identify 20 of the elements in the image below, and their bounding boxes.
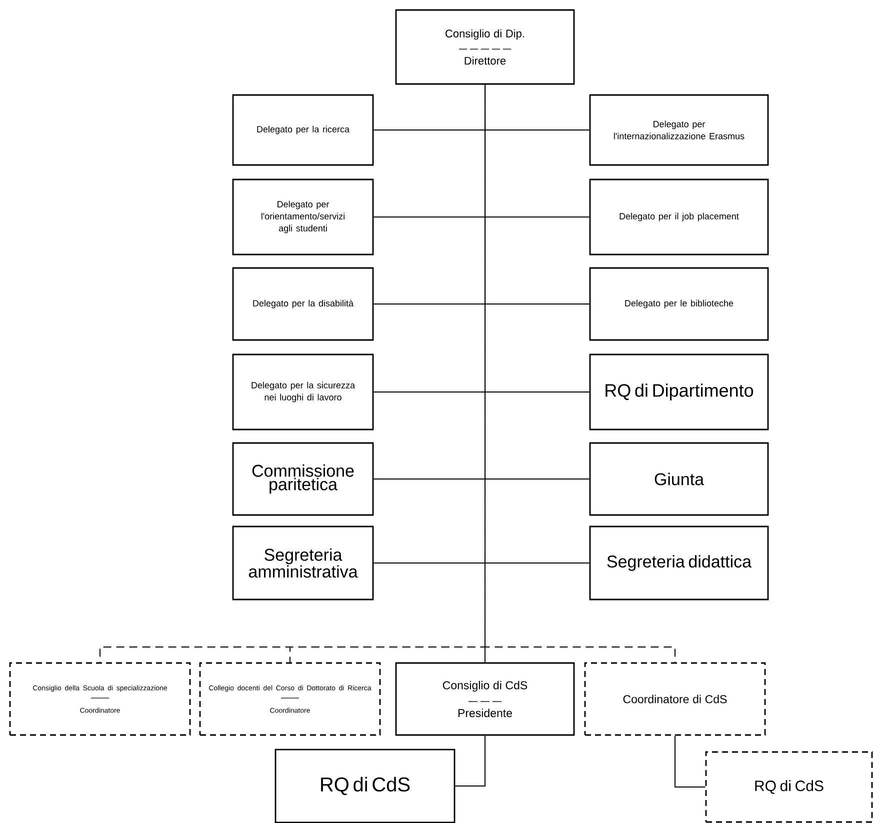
org-box: Delegato per l'orientamento/servizi agli studenti [232, 178, 374, 256]
org-box: Delegato per la ricerca [232, 94, 374, 166]
org-box: Consiglio di CdS Presidente [395, 662, 575, 736]
org-box: Delegato per la sicurezza nei luoghi di lavoro [232, 354, 374, 430]
connector-line [454, 735, 486, 786]
org-box: Commissione paritetica [232, 442, 374, 516]
org-box: Segreteria didattica [589, 526, 769, 600]
org-box: RQ di CdS [705, 751, 873, 823]
org-box: RQ di CdS [274, 748, 456, 823]
org-box: Delegato per le biblioteche [589, 267, 769, 341]
org-box: Delegato per il job placement [589, 178, 769, 256]
connector-line [674, 735, 706, 788]
org-box: Consiglio di Dip. Direttore [395, 9, 575, 85]
org-box: Segreteria amministrativa [232, 526, 374, 600]
connector-line [484, 84, 676, 663]
org-box: RQ di Dipartimento [589, 354, 769, 430]
org-box: Delegato per l'internazionalizzazione Erasmus [589, 94, 769, 166]
org-box: Delegato per la disabilità [232, 267, 374, 341]
org-box: Coordinatore di CdS [584, 662, 766, 736]
org-box: Giunta [589, 442, 769, 516]
